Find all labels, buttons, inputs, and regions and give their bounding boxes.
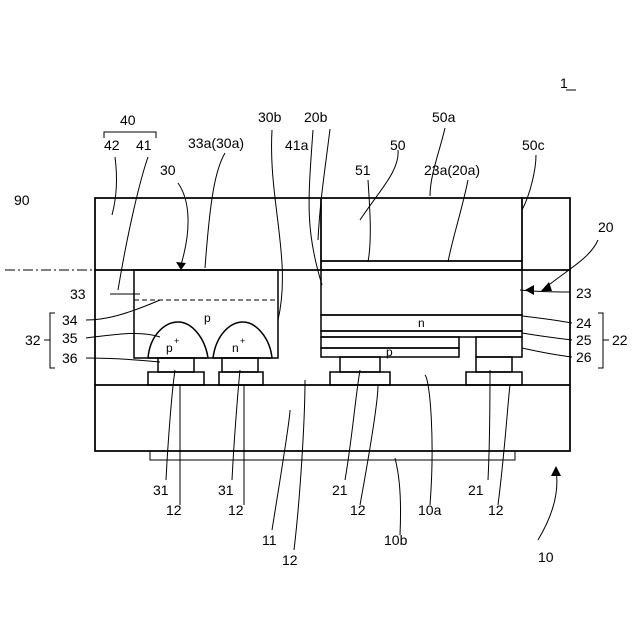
figure-number: 1 (560, 75, 568, 91)
label-35: 35 (62, 330, 78, 346)
layer-42-right (522, 198, 570, 270)
label-36: 36 (62, 350, 78, 366)
label-30: 30 (160, 162, 176, 178)
label-31-left: 31 (153, 482, 169, 498)
label-12-mid: 12 (350, 502, 366, 518)
label-22: 22 (612, 332, 628, 348)
label-23: 23 (576, 285, 592, 301)
contact-21-mid (340, 357, 380, 372)
region-p-plus: p (166, 341, 173, 355)
pad-12-left (148, 372, 204, 385)
label-32: 32 (25, 332, 41, 348)
label-10: 10 (538, 549, 554, 565)
substrate-11 (95, 385, 570, 451)
label-10a: 10a (418, 502, 442, 518)
label-42: 42 (104, 137, 120, 153)
label-12-rightmost: 12 (488, 502, 504, 518)
label-31-right: 31 (218, 482, 234, 498)
region-p-layer: p (386, 345, 393, 359)
label-34: 34 (62, 312, 78, 328)
region-p-plus-sup: + (174, 336, 179, 346)
label-50: 50 (390, 137, 406, 153)
pad-12-right (219, 372, 263, 385)
contact-31-right (222, 358, 258, 372)
insulating-layer-12 (95, 270, 570, 385)
layer-50 (321, 198, 522, 261)
label-33: 33 (70, 286, 86, 302)
layer-23 (321, 270, 522, 315)
region-n-plus: n (232, 341, 239, 355)
region-p: p (204, 311, 211, 325)
layer-25 (321, 331, 522, 337)
pad-12-mid (330, 372, 390, 385)
layer-51 (321, 261, 522, 270)
label-21-right: 21 (468, 482, 484, 498)
contact-31-left (158, 358, 194, 372)
label-20: 20 (598, 219, 614, 235)
region-n-plus-sup: + (240, 336, 245, 346)
label-50c: 50c (522, 137, 545, 153)
label-41a: 41a (285, 137, 309, 153)
label-23a20a: 23a(20a) (424, 162, 480, 178)
pad-12-rightmost (466, 372, 522, 385)
bottom-electrode-10b (150, 451, 515, 460)
label-25: 25 (576, 332, 592, 348)
label-21-mid: 21 (332, 482, 348, 498)
label-26: 26 (576, 349, 592, 365)
label-40: 40 (120, 112, 136, 128)
label-51: 51 (355, 162, 371, 178)
leader-lines (86, 90, 576, 550)
label-24: 24 (576, 315, 592, 331)
label-20b: 20b (304, 109, 328, 125)
label-11: 11 (262, 532, 277, 548)
label-10b: 10b (384, 532, 408, 548)
label-30b: 30b (258, 109, 282, 125)
label-41: 41 (136, 137, 152, 153)
label-12-center: 12 (282, 552, 298, 568)
region-n-layer: n (418, 316, 425, 330)
label-12-right: 12 (228, 502, 244, 518)
label-50a: 50a (432, 109, 456, 125)
label-33a30a: 33a(30a) (188, 135, 244, 151)
contact-21-right (476, 357, 512, 372)
label-90: 90 (14, 192, 30, 208)
label-12-left: 12 (166, 502, 182, 518)
column-contact-right (476, 337, 522, 357)
